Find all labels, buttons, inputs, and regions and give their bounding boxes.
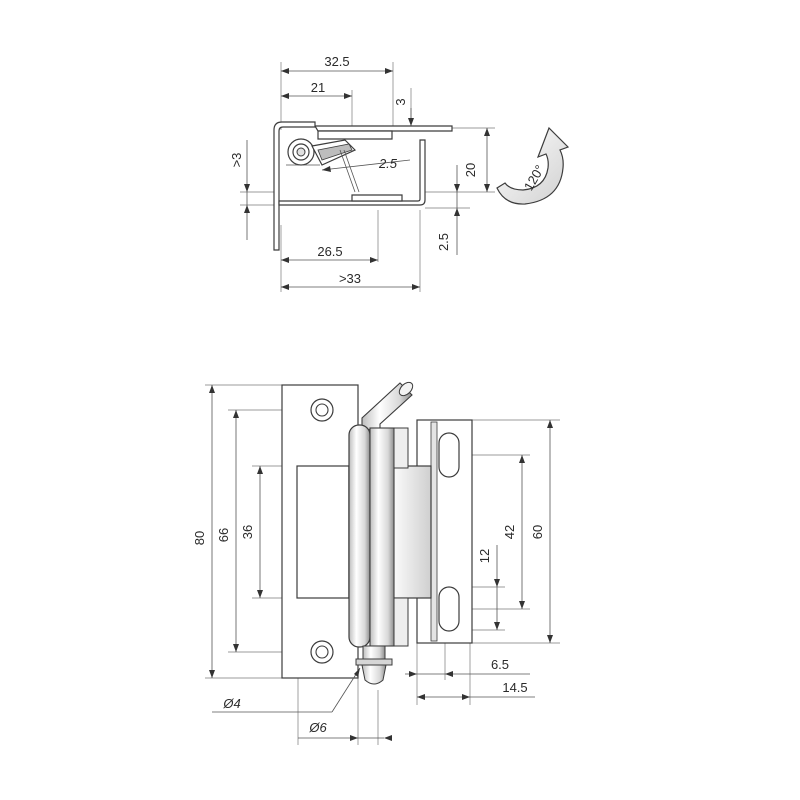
top-view: 32.5 21 3 >3 2.5 20 — [229, 54, 570, 292]
dim-60: 60 — [530, 420, 553, 643]
svg-text:3: 3 — [393, 98, 408, 105]
svg-text:Ø4: Ø4 — [222, 696, 240, 711]
dim-3-top: 3 — [393, 98, 414, 126]
svg-text:>33: >33 — [339, 271, 361, 286]
dim-32-5: 32.5 — [281, 54, 393, 74]
dim-26-5: 26.5 — [281, 244, 378, 263]
bottom-leaf — [278, 139, 426, 206]
dim-20: 20 — [463, 128, 490, 192]
front-view: 80 66 36 42 60 — [192, 381, 560, 745]
dim-12: 12 — [477, 545, 500, 630]
svg-text:Ø6: Ø6 — [308, 720, 327, 735]
svg-text:32.5: 32.5 — [324, 54, 349, 69]
slot-top — [438, 432, 460, 478]
bottom-leaf-mount — [351, 194, 403, 202]
dim-36: 36 — [240, 466, 263, 598]
svg-text:80: 80 — [192, 531, 207, 545]
svg-text:12: 12 — [477, 549, 492, 563]
dim-dia-6: Ø6 — [298, 720, 392, 741]
svg-text:26.5: 26.5 — [317, 244, 342, 259]
dim-14-5: 14.5 — [417, 680, 535, 700]
svg-text:60: 60 — [530, 525, 545, 539]
left-leaf-cutout — [296, 465, 350, 599]
svg-text:66: 66 — [216, 528, 231, 542]
hinge-barrel — [348, 424, 371, 648]
dim-dia-4: Ø4 — [212, 667, 361, 713]
dim-66: 66 — [216, 410, 239, 652]
slot-bottom — [438, 586, 460, 632]
rotation-arrow-icon: 120° — [496, 126, 570, 205]
bracket-left — [273, 121, 316, 251]
dim-80: 80 — [192, 385, 215, 678]
svg-text:>3: >3 — [229, 153, 244, 168]
dim-2-5-right: 2.5 — [436, 165, 460, 255]
svg-text:6.5: 6.5 — [491, 657, 509, 672]
svg-text:42: 42 — [502, 525, 517, 539]
svg-text:2.5: 2.5 — [436, 233, 451, 251]
svg-text:14.5: 14.5 — [502, 680, 527, 695]
top-leaf — [313, 125, 453, 132]
top-leaf-mount — [317, 130, 393, 140]
svg-text:20: 20 — [463, 163, 478, 177]
dim-gt3: >3 — [229, 140, 250, 240]
pin-hole — [296, 147, 306, 157]
dim-42: 42 — [502, 455, 525, 609]
dim-2-5-pin: 2.5 — [321, 156, 411, 172]
svg-text:2.5: 2.5 — [378, 156, 398, 171]
dim-21: 21 — [281, 80, 352, 99]
dim-gt33: >33 — [281, 271, 420, 290]
svg-text:21: 21 — [311, 80, 325, 95]
svg-text:36: 36 — [240, 525, 255, 539]
dim-6-5: 6.5 — [405, 657, 530, 677]
